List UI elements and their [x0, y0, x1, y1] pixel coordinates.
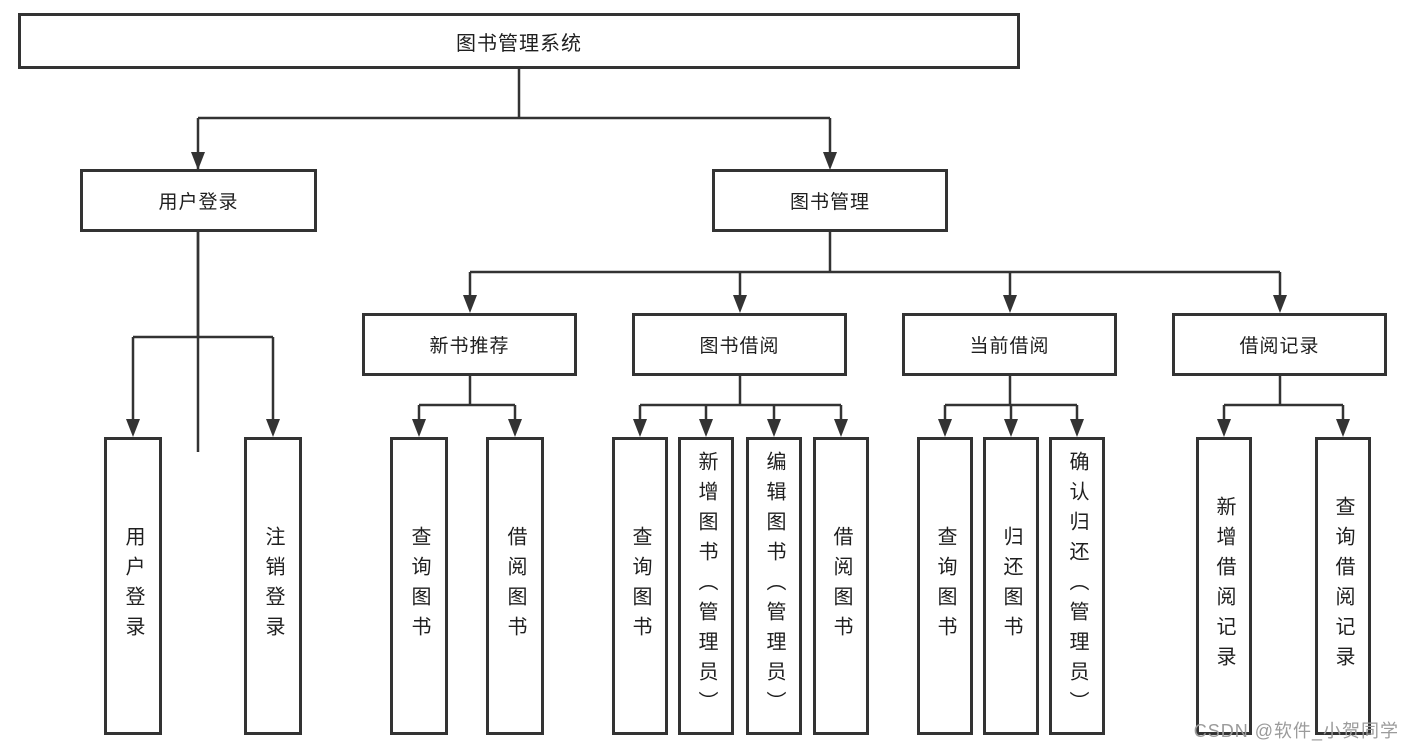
- node-new-book-recommendation: 新书推荐: [362, 313, 577, 376]
- node-borrowing-records: 借阅记录: [1172, 313, 1387, 376]
- node-label: 确认归还（管理员）: [1066, 451, 1088, 721]
- node-label: 当前借阅: [969, 336, 1050, 357]
- node-label: 归还图书: [1000, 526, 1022, 646]
- leaf-return-books: 归还图书: [983, 437, 1039, 735]
- node-label: 用户登录: [158, 192, 239, 213]
- leaf-user-login: 用户登录: [104, 437, 162, 735]
- node-book-borrowing: 图书借阅: [632, 313, 847, 376]
- leaf-confirm-return-admin: 确认归还（管理员）: [1049, 437, 1105, 735]
- leaf-edit-book-admin: 编辑图书（管理员）: [746, 437, 802, 735]
- leaf-query-books-borrow: 查询图书: [612, 437, 668, 735]
- leaf-borrow-books: 借阅图书: [813, 437, 869, 735]
- leaf-query-books-recommend: 查询图书: [390, 437, 448, 735]
- node-label: 图书管理: [789, 192, 870, 213]
- node-label: 查询图书: [934, 526, 956, 646]
- node-label: 新增图书（管理员）: [695, 451, 717, 721]
- leaf-add-book-admin: 新增图书（管理员）: [678, 437, 734, 735]
- node-label: 图书借阅: [699, 336, 780, 357]
- watermark: CSDN @软件_小贺同学: [1193, 721, 1399, 741]
- node-label: 借阅记录: [1239, 336, 1320, 357]
- node-label: 新书推荐: [429, 336, 510, 357]
- node-root-system: 图书管理系统: [18, 13, 1020, 69]
- node-user-login: 用户登录: [80, 169, 317, 232]
- node-label: 编辑图书（管理员）: [763, 451, 785, 721]
- node-current-borrowing: 当前借阅: [902, 313, 1117, 376]
- node-label: 借阅图书: [504, 526, 526, 646]
- arrowhead-icons: [126, 152, 1350, 437]
- node-label: 查询图书: [408, 526, 430, 646]
- leaf-query-borrow-record: 查询借阅记录: [1315, 437, 1371, 735]
- node-label: 注销登录: [262, 526, 284, 646]
- leaf-borrow-books-recommend: 借阅图书: [486, 437, 544, 735]
- leaf-query-books-current: 查询图书: [917, 437, 973, 735]
- leaf-logout: 注销登录: [244, 437, 302, 735]
- node-label: 查询借阅记录: [1332, 496, 1354, 676]
- node-label: 用户登录: [122, 526, 144, 646]
- leaf-add-borrow-record: 新增借阅记录: [1196, 437, 1252, 735]
- node-label: 借阅图书: [830, 526, 852, 646]
- node-book-management: 图书管理: [712, 169, 948, 232]
- node-label: 查询图书: [629, 526, 651, 646]
- node-label: 新增借阅记录: [1213, 496, 1235, 676]
- node-label: 图书管理系统: [456, 32, 582, 55]
